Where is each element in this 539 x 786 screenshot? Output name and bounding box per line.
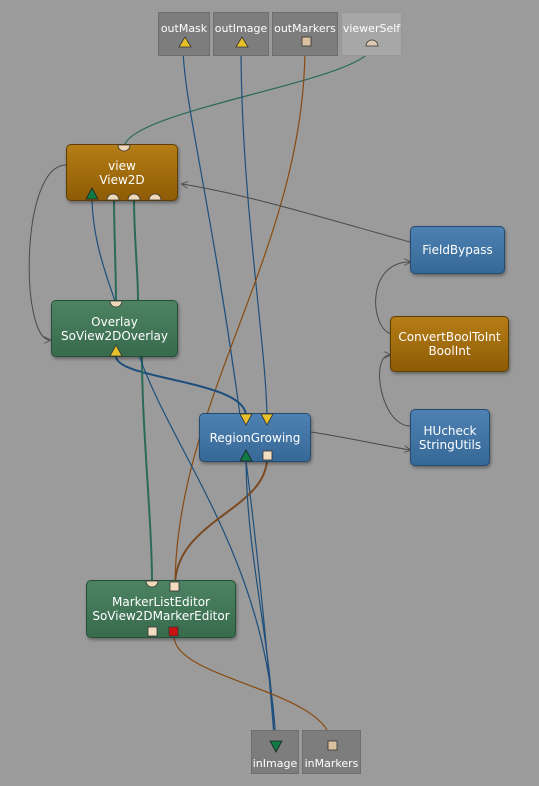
inventor-input-port-icon[interactable] — [109, 300, 123, 309]
connection-hucheck-convert[interactable] — [379, 355, 411, 427]
output-port-outimage[interactable]: outImage — [213, 12, 269, 56]
module-name: RegionGrowing — [209, 430, 301, 445]
connection-view-overlay-2[interactable] — [113, 195, 117, 305]
connection-overlay-inimage[interactable] — [137, 351, 277, 749]
inventor-output-port-icon[interactable] — [106, 192, 120, 201]
image-port-icon — [269, 740, 283, 753]
module-type: View2D — [99, 172, 145, 187]
marker-output-port-icon[interactable] — [147, 626, 158, 637]
module-name: FieldBypass — [422, 243, 493, 257]
connection-region-marker[interactable] — [174, 457, 268, 587]
module-markerlisteditor[interactable]: MarkerListEditor SoView2DMarkerEditor — [86, 580, 236, 638]
connection-overlay-marker[interactable] — [141, 355, 153, 585]
module-convertbooltoint[interactable]: ConvertBoolToInt BoolInt — [390, 316, 509, 372]
output-port-outmask[interactable]: outMask — [158, 12, 210, 56]
module-name: HUcheck — [423, 423, 477, 438]
connection-view-overlay-field[interactable] — [28, 164, 67, 340]
connection-view-overlay-1[interactable] — [91, 195, 117, 305]
connection-viewerself-view[interactable] — [123, 45, 373, 149]
inventor-output-port-icon[interactable] — [148, 192, 162, 201]
inventor-port-icon — [365, 39, 379, 47]
connection-marker-inmarkers[interactable] — [173, 635, 333, 746]
module-name: view — [108, 158, 136, 173]
image-port-icon — [235, 36, 249, 48]
output-port-outmarkers[interactable]: outMarkers — [272, 12, 338, 56]
connection-region-hucheck[interactable] — [310, 431, 410, 450]
input-port-label: inImage — [252, 757, 298, 770]
connection-convert-fieldbypass[interactable] — [375, 262, 410, 335]
marker-input-port-icon[interactable] — [169, 581, 180, 592]
output-port-label: outMarkers — [274, 22, 336, 35]
marker-output-port-icon[interactable] — [262, 450, 273, 461]
connection-overlay-region[interactable] — [115, 355, 247, 417]
input-port-inimage[interactable]: inImage — [251, 730, 299, 774]
connection-outimage-region[interactable] — [240, 45, 268, 421]
connection-outmarkers-marker[interactable] — [174, 45, 306, 589]
module-type: SoView2DOverlay — [61, 328, 168, 343]
module-regiongrowing[interactable]: RegionGrowing — [199, 413, 311, 462]
module-view2d[interactable]: view View2D — [66, 144, 178, 201]
module-type: BoolInt — [428, 344, 471, 358]
image-port-icon — [178, 36, 192, 48]
inventor-input-port-icon[interactable] — [145, 580, 159, 589]
inventor-output-port-icon[interactable] — [127, 192, 141, 201]
output-port-viewerself[interactable]: viewerSelf — [341, 12, 402, 56]
module-hucheck[interactable]: HUcheck StringUtils — [410, 409, 490, 466]
inventor-input-port-icon[interactable] — [117, 144, 131, 153]
connection-outmask-region[interactable] — [182, 45, 276, 749]
module-name: Overlay — [91, 314, 138, 329]
input-port-label: inMarkers — [304, 757, 359, 770]
module-type: StringUtils — [418, 437, 482, 452]
connection-fieldbypass-view[interactable] — [182, 184, 411, 243]
image-output-port-icon[interactable] — [239, 449, 253, 462]
input-port-inmarkers[interactable]: inMarkers — [302, 730, 361, 774]
output-port-label: outImage — [214, 22, 268, 35]
image-input-port-icon[interactable] — [239, 413, 253, 426]
red-output-port-icon[interactable] — [168, 626, 179, 637]
image-output-port-icon[interactable] — [109, 344, 123, 357]
connection-view-overlay-3[interactable] — [133, 195, 139, 301]
marker-port-icon — [327, 740, 338, 751]
module-type: SoView2DMarkerEditor — [92, 609, 230, 623]
module-name: ConvertBoolToInt — [398, 330, 501, 344]
output-port-label: outMask — [160, 22, 208, 35]
module-name: MarkerListEditor — [112, 595, 210, 609]
image-input-port-icon[interactable] — [260, 413, 274, 426]
module-fieldbypass[interactable]: FieldBypass — [410, 226, 505, 274]
output-port-label: viewerSelf — [342, 22, 401, 35]
marker-port-icon — [301, 36, 312, 47]
connection-inimage-region[interactable] — [245, 455, 275, 749]
image-output-port-icon[interactable] — [85, 187, 99, 200]
